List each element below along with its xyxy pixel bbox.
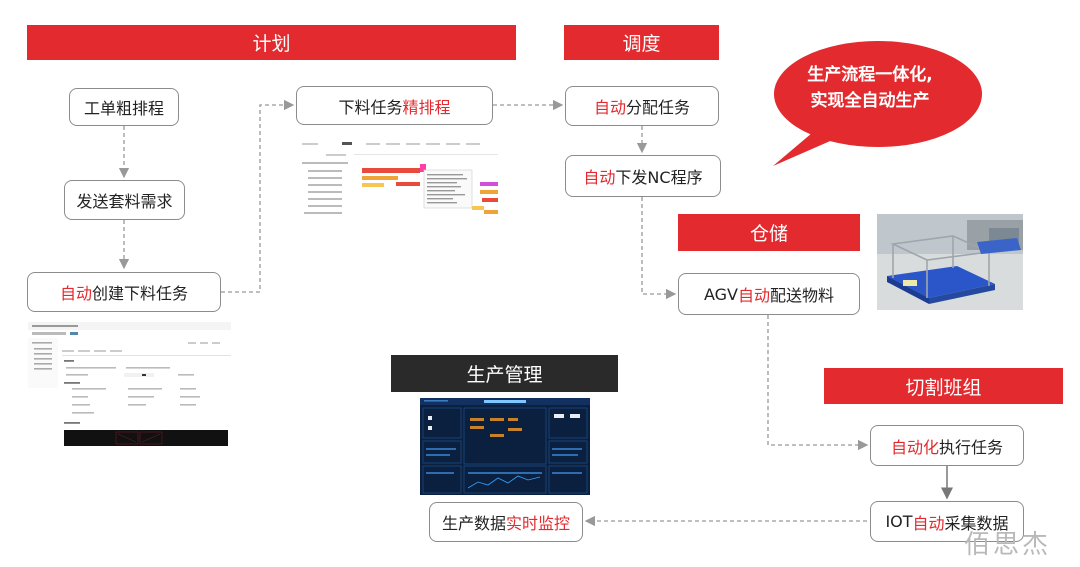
node-auto-create-task[interactable]: 自动创建下料任务: [27, 272, 221, 312]
node-agv-prefix: AGV: [703, 284, 738, 304]
node-auto-create-label: 创建下料任务: [92, 284, 189, 303]
cutting-banner-label: 切割班组: [905, 376, 982, 399]
node-auto-exec[interactable]: 自动化执行任务: [870, 425, 1024, 466]
node-auto-exec-label: 执行任务: [939, 437, 1004, 457]
node-rough-schedule-label: 工单粗排程: [83, 99, 164, 118]
node-auto-nc-highlight: 自动: [583, 168, 616, 187]
node-fine-schedule-highlight: 精排程: [402, 97, 451, 117]
dashboard-thumbnail: [420, 398, 590, 495]
node-rough-schedule[interactable]: 工单粗排程: [69, 88, 179, 126]
agv-photo: [877, 214, 1023, 310]
node-monitor-label: 生产数据: [441, 514, 506, 533]
bubble-line-1: 生产流程一体化,: [807, 65, 933, 85]
node-fine-schedule[interactable]: 下料任务精排程: [296, 86, 493, 125]
node-realtime-monitor[interactable]: 生产数据实时监控: [429, 502, 583, 542]
connector-create-to-fine: [221, 99, 295, 293]
node-agv-label: 配送物料: [770, 286, 835, 305]
node-auto-exec-highlight: 自动化: [890, 437, 939, 457]
cutting-banner: 切割班组: [824, 368, 1063, 404]
node-send-demand-label: 发送套料需求: [76, 192, 173, 211]
bubble-text: 生产流程一体化, 实现全自动生产: [790, 62, 950, 114]
plan-banner: 计划: [27, 25, 516, 60]
dispatch-banner-label: 调度: [622, 33, 661, 55]
node-auto-nc[interactable]: 自动下发NC程序: [565, 155, 721, 197]
dispatch-banner: 调度: [564, 25, 719, 60]
connector-agv-to-exec: [767, 315, 869, 451]
node-iot-prefix: IOT: [885, 512, 913, 531]
node-iot-highlight: 自动: [912, 513, 945, 533]
node-auto-assign-label: 分配任务: [626, 98, 691, 117]
node-fine-schedule-label: 下料任务: [338, 97, 403, 117]
gantt-thumbnail: [296, 138, 502, 224]
warehouse-banner-label: 仓储: [749, 223, 788, 245]
brand-watermark: 佰思杰: [964, 530, 1052, 560]
bubble-line-2: 实现全自动生产: [810, 91, 930, 111]
connector-nc-to-agv: [641, 197, 677, 300]
production-banner-label: 生产管理: [466, 364, 543, 386]
node-send-demand[interactable]: 发送套料需求: [64, 180, 185, 220]
node-agv-highlight: 自动: [737, 286, 770, 305]
form-thumbnail: [28, 322, 231, 446]
node-auto-nc-label: 下发NC程序: [615, 168, 703, 187]
warehouse-banner: 仓储: [678, 214, 860, 251]
speech-bubble: [773, 41, 982, 166]
node-iot-label: 采集数据: [944, 513, 1009, 533]
plan-banner-label: 计划: [252, 33, 291, 55]
production-banner: 生产管理: [391, 355, 618, 392]
node-auto-assign-highlight: 自动: [593, 98, 626, 117]
node-monitor-highlight: 实时监控: [506, 514, 571, 533]
node-auto-assign[interactable]: 自动分配任务: [565, 86, 719, 126]
node-auto-create-highlight: 自动: [59, 284, 92, 303]
